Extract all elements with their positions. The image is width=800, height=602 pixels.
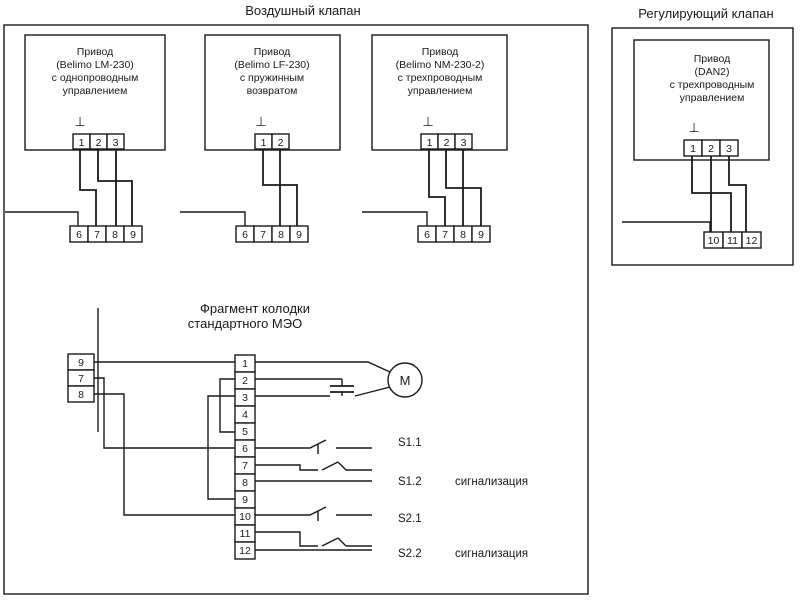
terminal-label: 9 xyxy=(296,229,302,241)
terminal-label: 6 xyxy=(242,229,248,241)
control-valve-frame xyxy=(611,27,794,266)
switch-note: сигнализация xyxy=(455,476,528,488)
actuator-lm230-line-1: Привод xyxy=(77,46,113,58)
air-valve-frame xyxy=(3,24,589,595)
switch-s2-1 xyxy=(255,506,372,521)
motor-icon xyxy=(387,362,423,398)
actuator-dan2-line-4: управлением xyxy=(680,92,745,104)
ground-symbol-icon: ⊥ xyxy=(74,114,85,129)
actuator-lf230-line-1: Привод xyxy=(254,46,290,58)
terminal-label: 3 xyxy=(113,137,119,149)
actuator-lm230: Привод (Belimo LM-230) с однопроводным у… xyxy=(5,34,166,243)
actuator-lf230-line-3: с пружинным xyxy=(240,72,304,84)
terminal-label: 7 xyxy=(260,229,266,241)
terminal-label: 2 xyxy=(96,137,102,149)
terminal-label: 1 xyxy=(261,137,267,149)
terminal-label: 8 xyxy=(278,229,284,241)
terminal-label: 9 xyxy=(242,494,248,506)
terminal-label: 9 xyxy=(478,229,484,241)
ground-symbol-icon: ⊥ xyxy=(688,120,699,135)
terminal-label: 3 xyxy=(726,143,732,155)
terminal-label: 12 xyxy=(746,235,758,247)
terminal-label: 12 xyxy=(239,545,251,557)
terminal-label: 11 xyxy=(727,235,738,247)
actuator-dan2-line-3: с трехпроводным xyxy=(670,79,755,91)
terminal-label: 3 xyxy=(461,137,467,149)
terminal-label: 6 xyxy=(76,229,82,241)
meo-terminal-strip: 1 2 3 4 5 6 7 8 9 10 11 12 xyxy=(234,354,256,560)
terminal-label: 9 xyxy=(78,357,84,369)
actuator-lf230: Привод (Belimo LF-230) с пружинным возвр… xyxy=(180,34,341,243)
meo-left-wiring xyxy=(94,361,235,516)
actuator-dan2-line-2: (DAN2) xyxy=(694,66,729,78)
terminal-label: 9 xyxy=(130,229,136,241)
switch-label: S2.1 xyxy=(398,513,422,525)
terminal-label: 8 xyxy=(112,229,118,241)
left-terminal-block: 9 7 8 xyxy=(67,353,95,403)
terminal-label: 10 xyxy=(239,511,251,523)
terminal-label: 2 xyxy=(444,137,450,149)
meo-title-line-1: Фрагмент колодки xyxy=(200,301,310,316)
actuator-nm230-line-1: Привод xyxy=(422,46,458,58)
actuator-lm230-line-4: управлением xyxy=(63,85,128,97)
actuator-nm230-2: Привод (Belimo NM-230-2) с трехпроводным… xyxy=(362,34,508,243)
actuator-lf230-line-4: возвратом xyxy=(247,85,298,97)
terminal-label: 3 xyxy=(242,392,248,404)
terminal-label: 5 xyxy=(242,426,248,438)
terminal-label: 11 xyxy=(240,528,251,540)
terminal-label: 1 xyxy=(79,137,85,149)
actuator-nm230-line-3: с трехпроводным xyxy=(398,72,483,84)
terminal-label: 10 xyxy=(708,235,720,247)
actuator-lm230-line-2: (Belimo LM-230) xyxy=(56,59,134,71)
terminal-label: 7 xyxy=(94,229,100,241)
air-valve-title: Воздушный клапан xyxy=(245,3,360,18)
terminal-label: 6 xyxy=(242,443,248,455)
terminal-label: 8 xyxy=(242,477,248,489)
motor-label: M xyxy=(400,373,411,388)
motor-wiring xyxy=(255,361,391,397)
switch-label: S2.2 xyxy=(398,548,422,560)
terminal-label: 2 xyxy=(708,143,714,155)
terminal-label: 8 xyxy=(78,389,84,401)
terminal-label: 2 xyxy=(278,137,284,149)
switch-note: сигнализация xyxy=(455,548,528,560)
terminal-label: 1 xyxy=(427,137,433,149)
switch-s1-2 xyxy=(255,461,372,482)
actuator-dan2-line-1: Привод xyxy=(694,53,730,65)
switch-label: S1.1 xyxy=(398,437,422,449)
actuator-lm230-line-3: с однопроводным xyxy=(52,72,139,84)
switch-s2-2 xyxy=(255,531,372,551)
actuator-lf230-line-2: (Belimo LF-230) xyxy=(234,59,309,71)
actuator-nm230-line-4: управлением xyxy=(408,85,473,97)
terminal-label: 7 xyxy=(442,229,448,241)
meo-title-line-2: стандартного МЭО xyxy=(188,316,302,331)
ground-symbol-icon: ⊥ xyxy=(255,114,266,129)
actuator-nm230-line-2: (Belimo NM-230-2) xyxy=(396,59,485,71)
control-valve-title: Регулирующий клапан xyxy=(638,6,773,21)
terminal-label: 8 xyxy=(460,229,466,241)
terminal-label: 4 xyxy=(242,409,248,421)
terminal-label: 1 xyxy=(242,358,248,370)
ground-symbol-icon: ⊥ xyxy=(422,114,433,129)
terminal-label: 1 xyxy=(690,143,696,155)
terminal-label: 6 xyxy=(424,229,430,241)
switch-label: S1.2 xyxy=(398,476,422,488)
terminal-label: 7 xyxy=(242,460,248,472)
switch-s1-1 xyxy=(255,439,372,454)
terminal-label: 7 xyxy=(78,373,84,385)
terminal-label: 2 xyxy=(242,375,248,387)
actuator-dan2: Привод (DAN2) с трехпроводным управление… xyxy=(622,39,770,249)
